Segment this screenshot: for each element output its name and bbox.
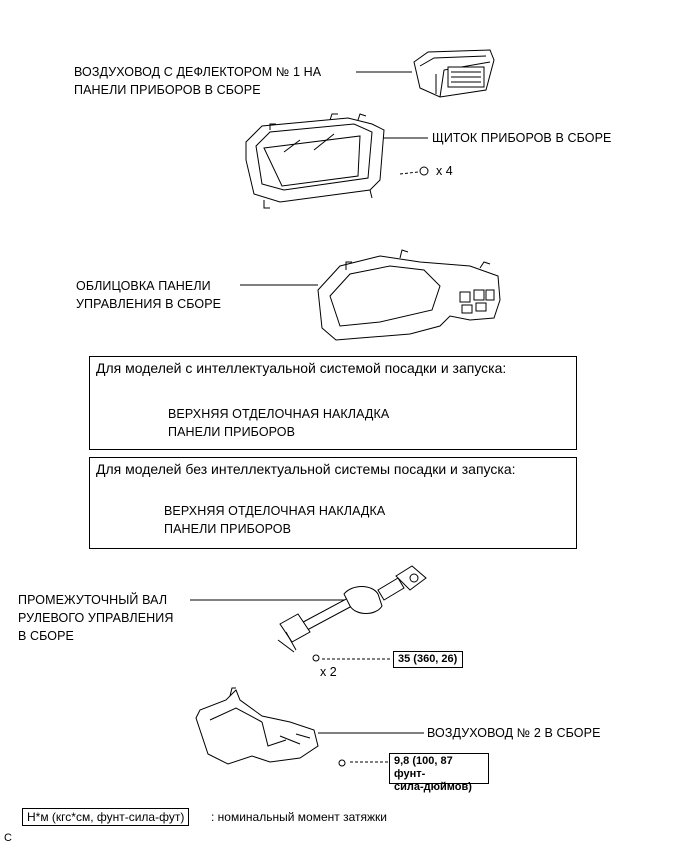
instrument-cluster-drawing	[245, 113, 429, 209]
legend-unit-box: Н*м (кгс*см, фунт-сила-фут)	[22, 808, 190, 826]
air-duct-2-drawing	[195, 687, 346, 767]
torque-spec-duct-line-2: сила-дюймов)	[394, 781, 472, 793]
cluster-quantity: x 4	[436, 164, 453, 178]
torque-spec-duct: 9,8 (100, 87 фунт- сила-дюймов)	[389, 753, 489, 793]
torque-spec-shaft: 35 (360, 26)	[393, 651, 463, 668]
air-duct-1-label-line-1: ВОЗДУХОВОД С ДЕФЛЕКТОРОМ № 1 НА	[74, 65, 322, 79]
control-panel-trim-drawing	[317, 249, 501, 341]
upper-trim-a-label: ВЕРХНЯЯ ОТДЕЛОЧНАЯ НАКЛАДКА ПАНЕЛИ ПРИБО…	[168, 405, 389, 441]
control-panel-trim-label-line-2: УПРАВЛЕНИЯ В СБОРЕ	[76, 297, 222, 311]
air-duct-1-drawing	[413, 49, 495, 98]
torque-spec-duct-line-1: 9,8 (100, 87 фунт-	[394, 755, 453, 780]
box-with-smart-entry: Для моделей с интеллектуальной системой …	[89, 356, 577, 450]
upper-trim-b-label-line-1: ВЕРХНЯЯ ОТДЕЛОЧНАЯ НАКЛАДКА	[164, 504, 386, 518]
control-panel-trim-label-line-1: ОБЛИЦОВКА ПАНЕЛИ	[76, 279, 211, 293]
upper-trim-a-label-line-1: ВЕРХНЯЯ ОТДЕЛОЧНАЯ НАКЛАДКА	[168, 407, 390, 421]
instrument-cluster-label: ЩИТОК ПРИБОРОВ В СБОРЕ	[432, 131, 612, 145]
upper-trim-a-label-line-2: ПАНЕЛИ ПРИБОРОВ	[168, 425, 296, 439]
air-duct-1-label: ВОЗДУХОВОД С ДЕФЛЕКТОРОМ № 1 НА ПАНЕЛИ П…	[74, 63, 321, 99]
upper-trim-b-label: ВЕРХНЯЯ ОТДЕЛОЧНАЯ НАКЛАДКА ПАНЕЛИ ПРИБО…	[164, 502, 385, 538]
legend-description: : номинальный момент затяжки	[211, 810, 387, 824]
steering-shaft-label-line-3: В СБОРЕ	[18, 629, 74, 643]
upper-trim-b-label-line-2: ПАНЕЛИ ПРИБОРОВ	[164, 522, 292, 536]
steering-shaft-label: ПРОМЕЖУТОЧНЫЙ ВАЛ РУЛЕВОГО УПРАВЛЕНИЯ В …	[18, 591, 173, 645]
steering-shaft-label-line-1: ПРОМЕЖУТОЧНЫЙ ВАЛ	[18, 593, 168, 607]
box-without-smart-entry: Для моделей без интеллектуальной системы…	[89, 457, 577, 549]
air-duct-1-label-line-2: ПАНЕЛИ ПРИБОРОВ В СБОРЕ	[74, 83, 261, 97]
box-without-smart-entry-title: Для моделей без интеллектуальной системы…	[96, 461, 516, 477]
shaft-quantity: x 2	[320, 665, 337, 679]
box-with-smart-entry-title: Для моделей с интеллектуальной системой …	[96, 360, 507, 376]
air-duct-2-label: ВОЗДУХОВОД № 2 В СБОРЕ	[427, 726, 601, 740]
figure-code: C	[4, 832, 12, 844]
control-panel-trim-label: ОБЛИЦОВКА ПАНЕЛИ УПРАВЛЕНИЯ В СБОРЕ	[76, 277, 221, 313]
steering-shaft-drawing	[277, 565, 427, 662]
steering-shaft-label-line-2: РУЛЕВОГО УПРАВЛЕНИЯ	[18, 611, 174, 625]
